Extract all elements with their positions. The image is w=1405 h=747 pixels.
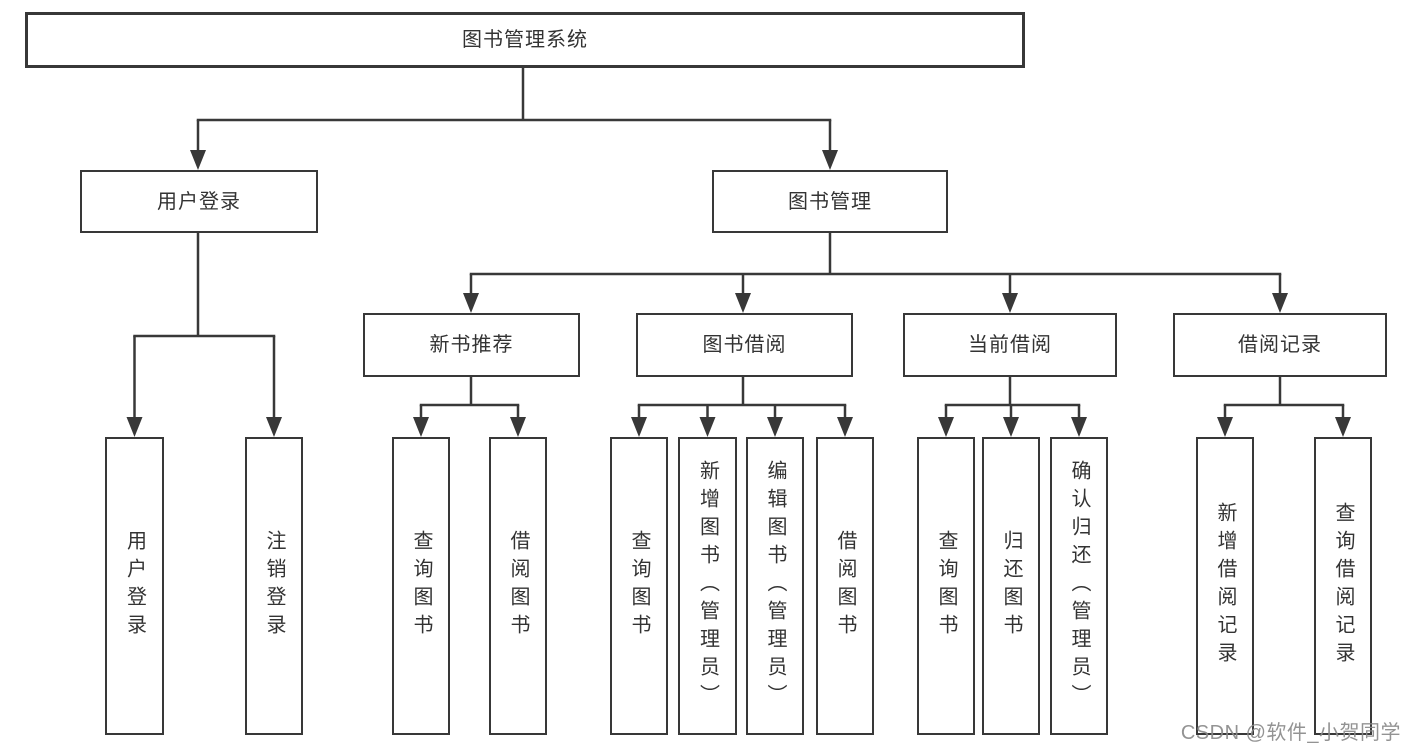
- leaf-label: 用户登录: [123, 530, 146, 642]
- node-book-borrow: 图书借阅: [636, 313, 853, 377]
- leaf-query-borrow-record: 查询借阅记录: [1314, 437, 1372, 735]
- node-user-login: 用户登录: [80, 170, 318, 233]
- leaf-borrow-book: 借阅图书: [816, 437, 874, 735]
- leaf-label: 查询图书: [935, 530, 957, 642]
- node-current-borrow: 当前借阅: [903, 313, 1117, 377]
- leaf-add-book-admin: 新增图书（管理员）: [678, 437, 737, 735]
- leaf-label: 借阅图书: [834, 530, 856, 642]
- leaf-logout: 注销登录: [245, 437, 303, 735]
- leaf-confirm-return-admin: 确认归还（管理员）: [1050, 437, 1108, 735]
- node-label: 新书推荐: [429, 334, 514, 356]
- leaf-label: 查询图书: [410, 530, 432, 642]
- node-book-management: 图书管理: [712, 170, 948, 233]
- node-label: 用户登录: [157, 190, 241, 213]
- leaf-query-book-recommend: 查询图书: [392, 437, 450, 735]
- leaf-return-book: 归还图书: [982, 437, 1040, 735]
- node-label: 当前借阅: [968, 334, 1052, 356]
- node-new-book-recommend: 新书推荐: [363, 313, 580, 377]
- leaf-borrow-book-recommend: 借阅图书: [489, 437, 547, 735]
- leaf-query-book-borrow: 查询图书: [610, 437, 668, 735]
- leaf-label: 归还图书: [1000, 530, 1022, 642]
- node-label: 图书管理: [788, 190, 872, 213]
- leaf-add-borrow-record: 新增借阅记录: [1196, 437, 1254, 735]
- leaf-edit-book-admin: 编辑图书（管理员）: [746, 437, 804, 735]
- leaf-label: 编辑图书（管理员）: [764, 460, 786, 712]
- leaf-user-login: 用户登录: [105, 437, 164, 735]
- leaf-label: 注销登录: [263, 530, 285, 642]
- leaf-label: 查询借阅记录: [1332, 502, 1354, 670]
- leaf-label: 查询图书: [628, 530, 650, 642]
- leaf-label: 新增借阅记录: [1214, 502, 1236, 670]
- node-label: 借阅记录: [1238, 334, 1322, 356]
- leaf-label: 借阅图书: [507, 530, 529, 642]
- node-label: 图书借阅: [702, 334, 787, 356]
- node-borrow-record: 借阅记录: [1173, 313, 1387, 377]
- node-label: 图书管理系统: [462, 29, 588, 51]
- leaf-query-book-current: 查询图书: [917, 437, 975, 735]
- node-library-management-system: 图书管理系统: [25, 12, 1025, 68]
- leaf-label: 新增图书（管理员）: [696, 460, 719, 712]
- leaf-label: 确认归还（管理员）: [1068, 460, 1090, 712]
